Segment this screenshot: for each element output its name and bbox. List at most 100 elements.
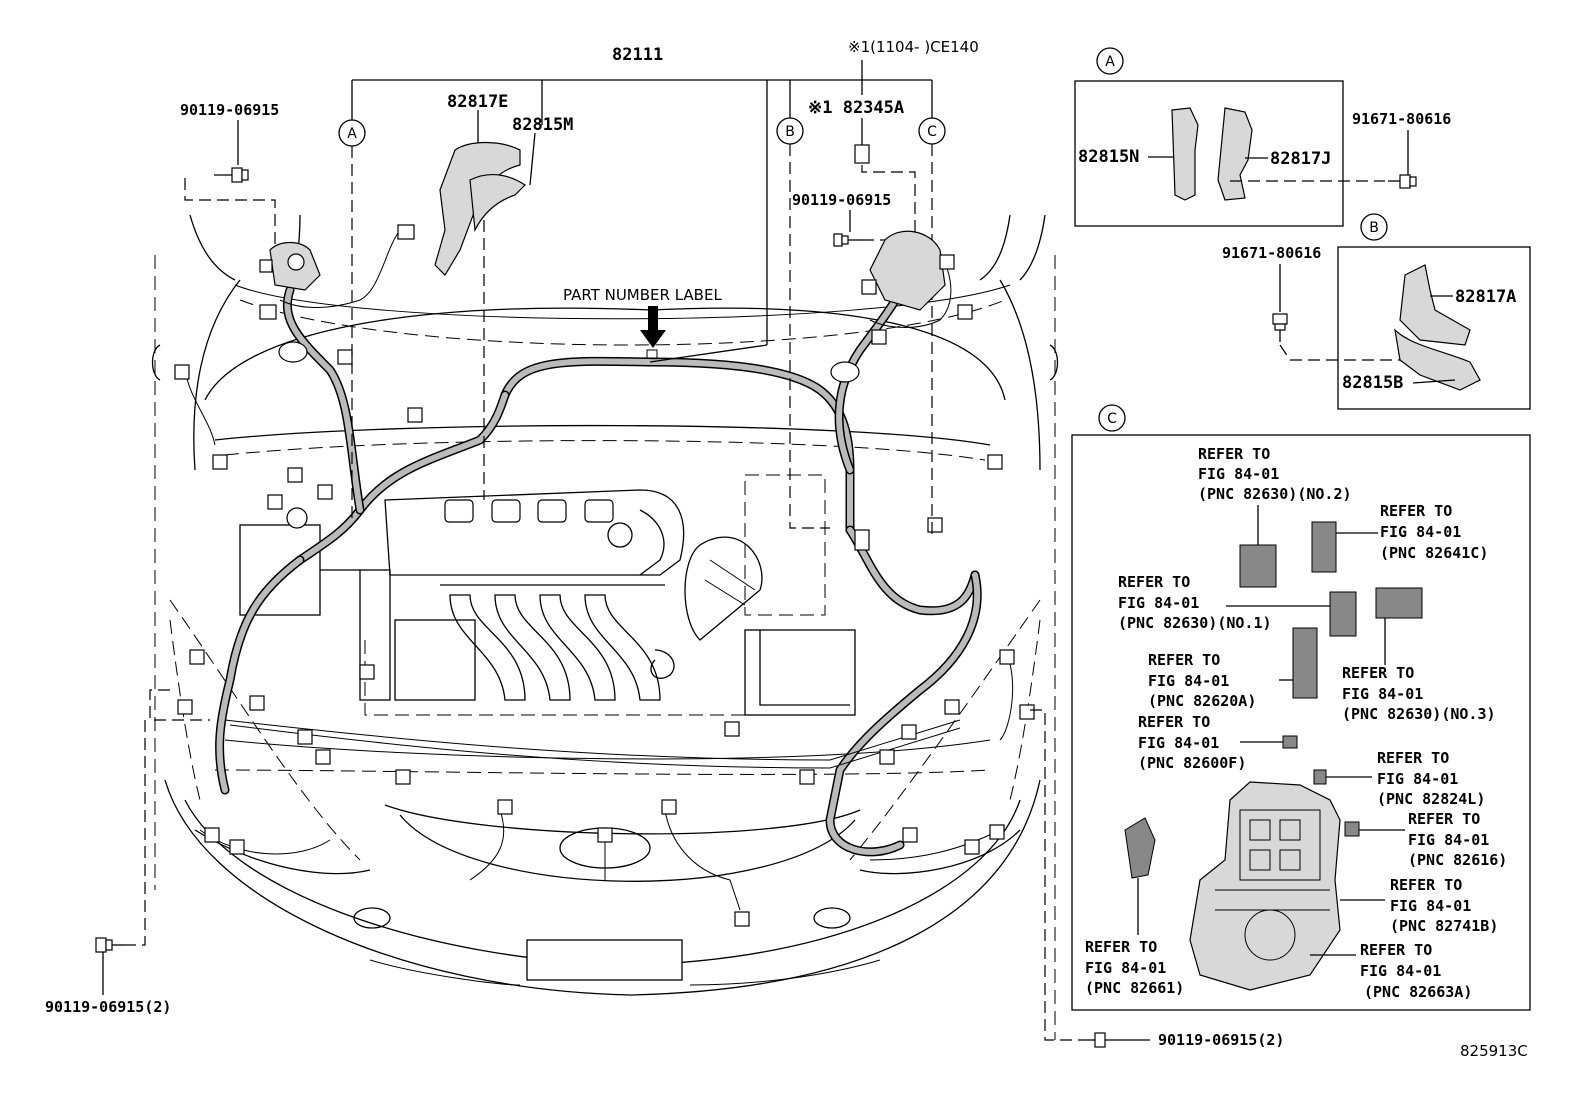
svg-text:FIG 84-01: FIG 84-01 bbox=[1360, 962, 1441, 980]
svg-text:B: B bbox=[785, 124, 795, 140]
part-number-82345A: ※1 82345A bbox=[808, 98, 904, 118]
connector-82630-no3-icon bbox=[1375, 587, 1423, 619]
part-number-label-text: PART NUMBER LABEL bbox=[563, 286, 722, 304]
connector-82600F-icon bbox=[1282, 735, 1298, 749]
inset-c: C REFER TO bbox=[1071, 404, 1531, 1011]
svg-text:A: A bbox=[1105, 54, 1115, 70]
connector-82661-icon bbox=[1124, 817, 1156, 879]
svg-text:FIG 84-01: FIG 84-01 bbox=[1342, 685, 1423, 703]
svg-text:(PNC 82600F): (PNC 82600F) bbox=[1138, 754, 1246, 772]
svg-text:C: C bbox=[1107, 411, 1117, 427]
svg-text:(PNC 82616): (PNC 82616) bbox=[1408, 851, 1507, 869]
svg-text:C: C bbox=[927, 124, 937, 140]
part-number-label-marker: PART NUMBER LABEL bbox=[563, 286, 722, 359]
svg-text:FIG 84-01: FIG 84-01 bbox=[1118, 594, 1199, 612]
connector-82824L-icon bbox=[1313, 769, 1327, 785]
circle-marker-b-main: B bbox=[776, 117, 830, 529]
bolt-lower-right: 90119-06915(2) bbox=[1030, 709, 1284, 1049]
part-number-82817J: 82817J bbox=[1270, 149, 1331, 169]
connector-82630-no2-icon bbox=[1239, 544, 1277, 588]
bolt-icon bbox=[1272, 313, 1288, 342]
bolt-lower-right-label: 90119-06915(2) bbox=[1158, 1031, 1284, 1049]
bolt-inset-b-label: 91671-80616 bbox=[1222, 244, 1321, 262]
svg-text:REFER TO: REFER TO bbox=[1138, 713, 1210, 731]
relay-block-right bbox=[861, 230, 955, 311]
svg-text:REFER TO: REFER TO bbox=[1408, 810, 1480, 828]
bolt-upper-left: 90119-06915 bbox=[180, 101, 279, 260]
bracket-82815N-icon bbox=[1171, 107, 1199, 201]
ref-82663A: REFER TO FIG 84-01 (PNC 82663A) bbox=[1360, 941, 1472, 1001]
svg-text:FIG 84-01: FIG 84-01 bbox=[1408, 831, 1489, 849]
part-number-82815M: 82815M bbox=[512, 115, 573, 135]
ref-82641C: REFER TO FIG 84-01 (PNC 82641C) bbox=[1380, 502, 1488, 562]
inset-a: A 82815N 82817J 91671-80616 bbox=[1074, 47, 1451, 227]
svg-text:(PNC 82641C): (PNC 82641C) bbox=[1380, 544, 1488, 562]
svg-text:FIG 84-01: FIG 84-01 bbox=[1380, 523, 1461, 541]
ref-82630-no1: REFER TO FIG 84-01 (PNC 82630)(NO.1) bbox=[1118, 573, 1272, 632]
svg-text:REFER TO: REFER TO bbox=[1342, 664, 1414, 682]
svg-text:(PNC 82824L): (PNC 82824L) bbox=[1377, 790, 1485, 808]
svg-text:FIG 84-01: FIG 84-01 bbox=[1138, 734, 1219, 752]
svg-text:FIG 84-01: FIG 84-01 bbox=[1198, 465, 1279, 483]
ref-82824L: REFER TO FIG 84-01 (PNC 82824L) bbox=[1377, 749, 1485, 808]
ref-82600F: REFER TO FIG 84-01 (PNC 82600F) bbox=[1138, 713, 1246, 772]
harness-connectors bbox=[174, 224, 1035, 927]
svg-text:(PNC 82663A): (PNC 82663A) bbox=[1364, 983, 1472, 1001]
bolt-lower-left-label: 90119-06915(2) bbox=[45, 998, 171, 1016]
vehicle-body-outline bbox=[151, 214, 1059, 1040]
svg-text:REFER TO: REFER TO bbox=[1390, 876, 1462, 894]
circle-marker-c-main: C bbox=[918, 117, 946, 540]
bolt-inset-a-label: 91671-80616 bbox=[1352, 110, 1451, 128]
part-number-82817A: 82817A bbox=[1455, 287, 1516, 307]
svg-text:(PNC 82630)(NO.3): (PNC 82630)(NO.3) bbox=[1342, 705, 1496, 723]
svg-text:REFER TO: REFER TO bbox=[1377, 749, 1449, 767]
bracket-82815B-icon bbox=[1394, 328, 1481, 391]
svg-text:(PNC 82741B): (PNC 82741B) bbox=[1390, 917, 1498, 935]
bracket-82817J-icon bbox=[1217, 107, 1253, 201]
svg-text:A: A bbox=[347, 126, 357, 142]
ref-82620A: REFER TO FIG 84-01 (PNC 82620A) bbox=[1148, 651, 1256, 710]
part-number-82815N: 82815N bbox=[1078, 147, 1139, 167]
svg-text:(PNC 82620A): (PNC 82620A) bbox=[1148, 692, 1256, 710]
relay-block-left bbox=[259, 241, 321, 291]
svg-text:REFER TO: REFER TO bbox=[1198, 445, 1270, 463]
part-number-82111: 82111 bbox=[612, 45, 663, 65]
svg-text:FIG 84-01: FIG 84-01 bbox=[1148, 672, 1229, 690]
svg-text:REFER TO: REFER TO bbox=[1118, 573, 1190, 591]
inset-b: B 91671-80616 82817A 82815B bbox=[1222, 213, 1531, 410]
ref-82616: REFER TO FIG 84-01 (PNC 82616) bbox=[1408, 810, 1507, 869]
note-ce140: ※1(1104- )CE140 bbox=[848, 38, 979, 56]
connector-82630-no1-icon bbox=[1329, 591, 1357, 637]
main-harness-82111 bbox=[184, 229, 1014, 911]
bolt-upper-right-label: 90119-06915 bbox=[792, 191, 891, 209]
svg-text:(PNC 82630)(NO.2): (PNC 82630)(NO.2) bbox=[1198, 485, 1352, 503]
bracket-82817E-icon bbox=[434, 141, 521, 276]
bolt-icon bbox=[1085, 1032, 1106, 1048]
part-number-82817E: 82817E bbox=[447, 92, 508, 112]
svg-text:REFER TO: REFER TO bbox=[1360, 941, 1432, 959]
bracket-82815M-icon bbox=[469, 173, 526, 233]
bolt-icon bbox=[833, 233, 862, 247]
ref-82741B: REFER TO FIG 84-01 (PNC 82741B) bbox=[1390, 876, 1498, 935]
engine-block bbox=[239, 474, 856, 716]
svg-text:REFER TO: REFER TO bbox=[1148, 651, 1220, 669]
callout-82345A: ※1(1104- )CE140 ※1 82345A bbox=[808, 38, 979, 240]
bolt-icon bbox=[1388, 174, 1417, 189]
circle-marker-a-main: A bbox=[338, 119, 366, 520]
engine-room-junction-block-icon bbox=[1189, 781, 1341, 991]
svg-text:REFER TO: REFER TO bbox=[1380, 502, 1452, 520]
svg-text:B: B bbox=[1369, 220, 1379, 236]
ref-82630-no3: REFER TO FIG 84-01 (PNC 82630)(NO.3) bbox=[1342, 664, 1496, 723]
ref-82661: REFER TO FIG 84-01 (PNC 82661) bbox=[1085, 938, 1184, 997]
bolt-upper-right: 90119-06915 bbox=[792, 191, 891, 247]
ref-82630-no2: REFER TO FIG 84-01 (PNC 82630)(NO.2) bbox=[1198, 445, 1352, 503]
svg-text:FIG 84-01: FIG 84-01 bbox=[1085, 959, 1166, 977]
bolt-upper-left-label: 90119-06915 bbox=[180, 101, 279, 119]
bracket-82817A-icon bbox=[1399, 264, 1471, 346]
connector-82620A-icon bbox=[1292, 627, 1318, 699]
part-number-82815B: 82815B bbox=[1342, 373, 1403, 393]
connector-82641C-icon bbox=[1311, 521, 1337, 573]
svg-text:REFER TO: REFER TO bbox=[1085, 938, 1157, 956]
diagram-id: 825913C bbox=[1460, 1042, 1528, 1060]
